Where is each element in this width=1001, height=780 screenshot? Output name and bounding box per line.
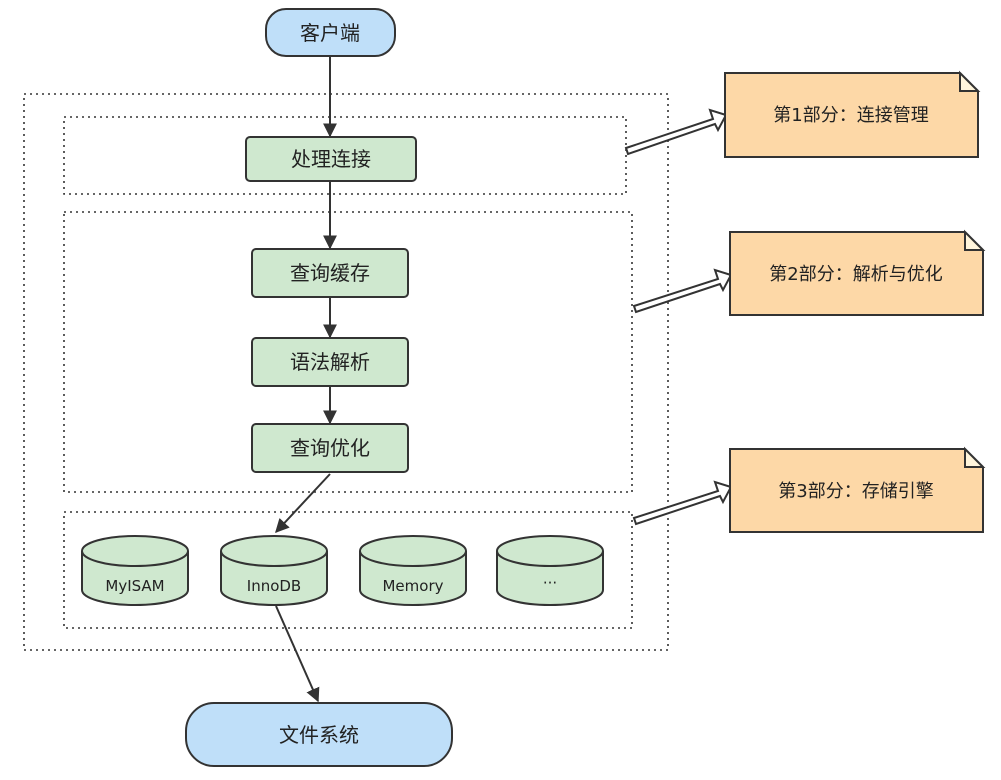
note-part1-fold [959, 70, 981, 92]
note-part3-shape [729, 448, 984, 533]
engine-cylinder-more-body [496, 535, 604, 606]
note-part2-shape [729, 231, 984, 316]
client-node: 客户端 [265, 8, 396, 57]
syntax-parsing-step: 语法解析 [251, 337, 409, 387]
query-cache-step: 查询缓存 [251, 248, 409, 298]
note-part1-label: 第1部分：连接管理 [773, 105, 928, 126]
arrow-innodb-to-file-system [275, 605, 320, 703]
note-part1-shape [724, 72, 979, 158]
note-part1: 第1部分：连接管理 [724, 70, 981, 158]
block-arrow-part2 [632, 268, 733, 314]
engine-cylinder-more-rim [496, 550, 604, 567]
arrow-optimization-to-innodb [275, 473, 331, 534]
parsing-optimization-layer-frame [63, 211, 633, 493]
query-optimization-step: 查询优化 [251, 423, 409, 473]
engine-cylinder-memory: Memory [359, 535, 467, 606]
client-label: 客户端 [300, 21, 360, 45]
engine-cylinder-innodb: InnoDB [220, 535, 328, 606]
note-part2-label: 第2部分：解析与优化 [769, 264, 942, 285]
engine-label-more: ··· [543, 574, 557, 592]
engine-label-innodb: InnoDB [247, 577, 301, 595]
note-part3: 第3部分：存储引擎 [729, 446, 986, 533]
query-cache-label: 查询缓存 [290, 261, 370, 285]
note-part3-fold [964, 446, 986, 468]
engine-label-memory: Memory [382, 577, 443, 595]
engine-cylinder-memory-body [359, 535, 467, 606]
storage-engine-layer-frame [63, 511, 633, 629]
connection-handling-step: 处理连接 [245, 136, 417, 182]
connection-layer-frame [63, 116, 627, 195]
client-shape [265, 8, 396, 57]
engine-label-myisam: MyISAM [105, 577, 164, 595]
engine-cylinder-myisam-rim [81, 550, 189, 567]
file-system-label: 文件系统 [279, 723, 359, 747]
engine-cylinder-memory-rim [359, 550, 467, 567]
note-part2-fold [964, 229, 986, 251]
file-system-node: 文件系统 [185, 702, 453, 767]
syntax-parsing-label: 语法解析 [290, 350, 370, 374]
engine-cylinder-myisam: MyISAM [81, 535, 189, 606]
block-arrow-part1 [624, 108, 728, 156]
block-arrow-part3 [632, 480, 733, 526]
engine-cylinder-myisam-body [81, 535, 189, 606]
note-part2: 第2部分：解析与优化 [729, 229, 986, 316]
connection-handling-label: 处理连接 [291, 147, 371, 171]
engine-cylinder-innodb-body [220, 535, 328, 606]
note-part3-label: 第3部分：存储引擎 [778, 481, 933, 502]
engine-cylinder-innodb-rim [220, 550, 328, 567]
file-system-shape [185, 702, 453, 767]
query-optimization-label: 查询优化 [290, 436, 370, 460]
engine-cylinder-more: ··· [496, 535, 604, 606]
